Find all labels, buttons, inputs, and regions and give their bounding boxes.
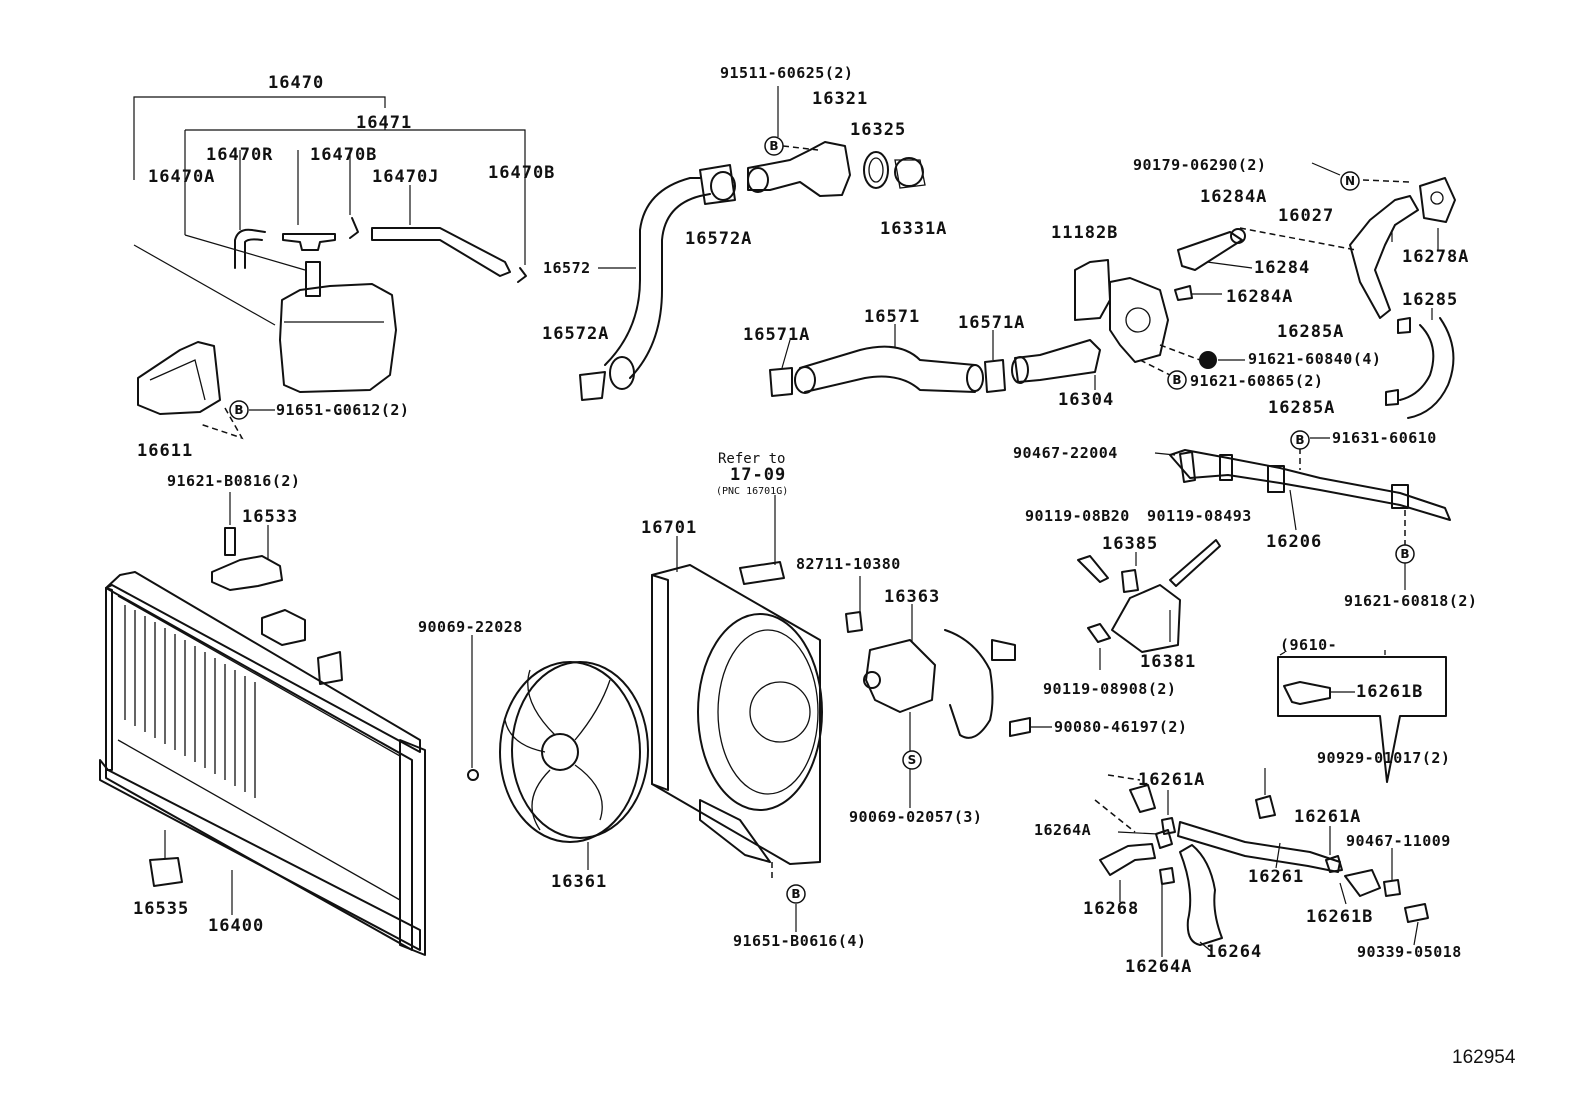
label-16261a-b: 16261A <box>1294 807 1361 827</box>
label-16470b-a: 16470B <box>310 145 377 165</box>
label-90119-08493: 90119-08493 <box>1147 507 1252 525</box>
label-16264: 16264 <box>1206 942 1262 962</box>
label-91651-g0612: 91651-G0612(2) <box>276 401 409 419</box>
label-16571: 16571 <box>864 307 920 327</box>
label-16331a: 16331A <box>880 219 947 239</box>
bolt-mark-5: B <box>1395 544 1415 564</box>
lower-hose-group <box>769 324 1006 397</box>
inset-note: (9610- <box>1280 636 1337 654</box>
label-16571a-left: 16571A <box>743 325 810 345</box>
label-16261b: 16261B <box>1306 907 1373 927</box>
label-16268: 16268 <box>1083 899 1139 919</box>
bolt-mark-3: B <box>1167 370 1187 390</box>
bypass-pipe-group <box>1154 437 1451 590</box>
svg-text:B: B <box>1295 433 1304 447</box>
label-16611: 16611 <box>137 441 193 461</box>
label-11182b: 11182B <box>1051 223 1118 243</box>
label-16572a-bot: 16572A <box>542 324 609 344</box>
label-90119-08b20: 90119-08B20 <box>1025 507 1130 525</box>
label-16470b-b: 16470B <box>488 163 555 183</box>
label-16261a-a: 16261A <box>1138 770 1205 790</box>
label-16261: 16261 <box>1248 867 1304 887</box>
label-16325: 16325 <box>850 120 906 140</box>
label-16278a: 16278A <box>1402 247 1469 267</box>
label-16400: 16400 <box>208 916 264 936</box>
label-91621-60818: 91621-60818(2) <box>1344 592 1477 610</box>
label-16471: 16471 <box>356 113 412 133</box>
fan-group <box>467 495 1052 932</box>
label-16264a-top: 16264A <box>1034 821 1091 839</box>
upper-hose-group <box>579 86 926 401</box>
label-90339-05018: 90339-05018 <box>1357 943 1462 961</box>
label-16470r: 16470R <box>206 145 273 165</box>
label-91651-b0616: 91651-B0616(4) <box>733 932 866 950</box>
label-91511-60625: 91511-60625(2) <box>720 64 853 82</box>
label-16701: 16701 <box>641 518 697 538</box>
reservoir-group <box>133 96 527 440</box>
label-90929-01017: 90929-01017(2) <box>1317 749 1450 767</box>
refer-note-line2: 17-09 <box>730 465 786 485</box>
label-16533: 16533 <box>242 507 298 527</box>
label-91621-b0816: 91621-B0816(2) <box>167 472 300 490</box>
label-16206: 16206 <box>1266 532 1322 552</box>
refer-note-line3: (PNC 16701G) <box>716 486 788 497</box>
svg-text:B: B <box>1400 547 1409 561</box>
bolt-mark-4: B <box>1290 430 1310 450</box>
label-16571a-right: 16571A <box>958 313 1025 333</box>
label-16385: 16385 <box>1102 534 1158 554</box>
label-90467-22004: 90467-22004 <box>1013 444 1118 462</box>
inset-box <box>1277 650 1447 783</box>
bracket-group <box>1077 539 1221 670</box>
label-90069-02057: 90069-02057(3) <box>849 808 982 826</box>
label-16363: 16363 <box>884 587 940 607</box>
label-16284a-bot: 16284A <box>1226 287 1293 307</box>
label-90080-46197: 90080-46197(2) <box>1054 718 1187 736</box>
nut-mark: N <box>1340 171 1360 191</box>
label-16572a-top: 16572A <box>685 229 752 249</box>
label-91631-60610: 91631-60610 <box>1332 429 1437 447</box>
label-90119-08908: 90119-08908(2) <box>1043 680 1176 698</box>
svg-text:B: B <box>1172 373 1181 387</box>
label-90467-11009: 90467-11009 <box>1346 832 1451 850</box>
label-16535: 16535 <box>133 899 189 919</box>
svg-text:B: B <box>234 403 243 417</box>
label-16284a-top: 16284A <box>1200 187 1267 207</box>
screw-mark: S <box>902 750 922 770</box>
label-16261b-inset: 16261B <box>1356 682 1423 702</box>
label-16285: 16285 <box>1402 290 1458 310</box>
svg-text:B: B <box>769 139 778 153</box>
svg-text:N: N <box>1345 174 1355 188</box>
label-16381: 16381 <box>1140 652 1196 672</box>
label-16285a-bot: 16285A <box>1268 398 1335 418</box>
label-16572: 16572 <box>543 259 591 277</box>
label-16470j: 16470J <box>372 167 439 187</box>
refer-note-line1: Refer to <box>718 451 785 467</box>
label-82711-10380: 82711-10380 <box>796 555 901 573</box>
label-16027: 16027 <box>1278 206 1334 226</box>
label-16284: 16284 <box>1254 258 1310 278</box>
radiator-group <box>99 492 426 956</box>
bolt-mark: B <box>229 400 249 420</box>
label-16285a-top: 16285A <box>1277 322 1344 342</box>
water-inlet-group <box>1011 162 1456 419</box>
label-16470a: 16470A <box>148 167 215 187</box>
diagram-id: 162954 <box>1452 1047 1516 1068</box>
bolt-mark-2: B <box>764 136 784 156</box>
label-16264a-bot: 16264A <box>1125 957 1192 977</box>
label-90179-06290: 90179-06290(2) <box>1133 156 1266 174</box>
svg-text:B: B <box>791 887 800 901</box>
heater-hose-group <box>1094 768 1429 957</box>
label-16304: 16304 <box>1058 390 1114 410</box>
label-91621-60840: 91621-60840(4) <box>1248 350 1381 368</box>
bolt-mark-6: B <box>786 884 806 904</box>
label-16321: 16321 <box>812 89 868 109</box>
label-90069-22028: 90069-22028 <box>418 618 523 636</box>
svg-text:S: S <box>908 753 917 767</box>
label-16361: 16361 <box>551 872 607 892</box>
label-16470: 16470 <box>268 73 324 93</box>
label-91621-60865: 91621-60865(2) <box>1190 372 1323 390</box>
